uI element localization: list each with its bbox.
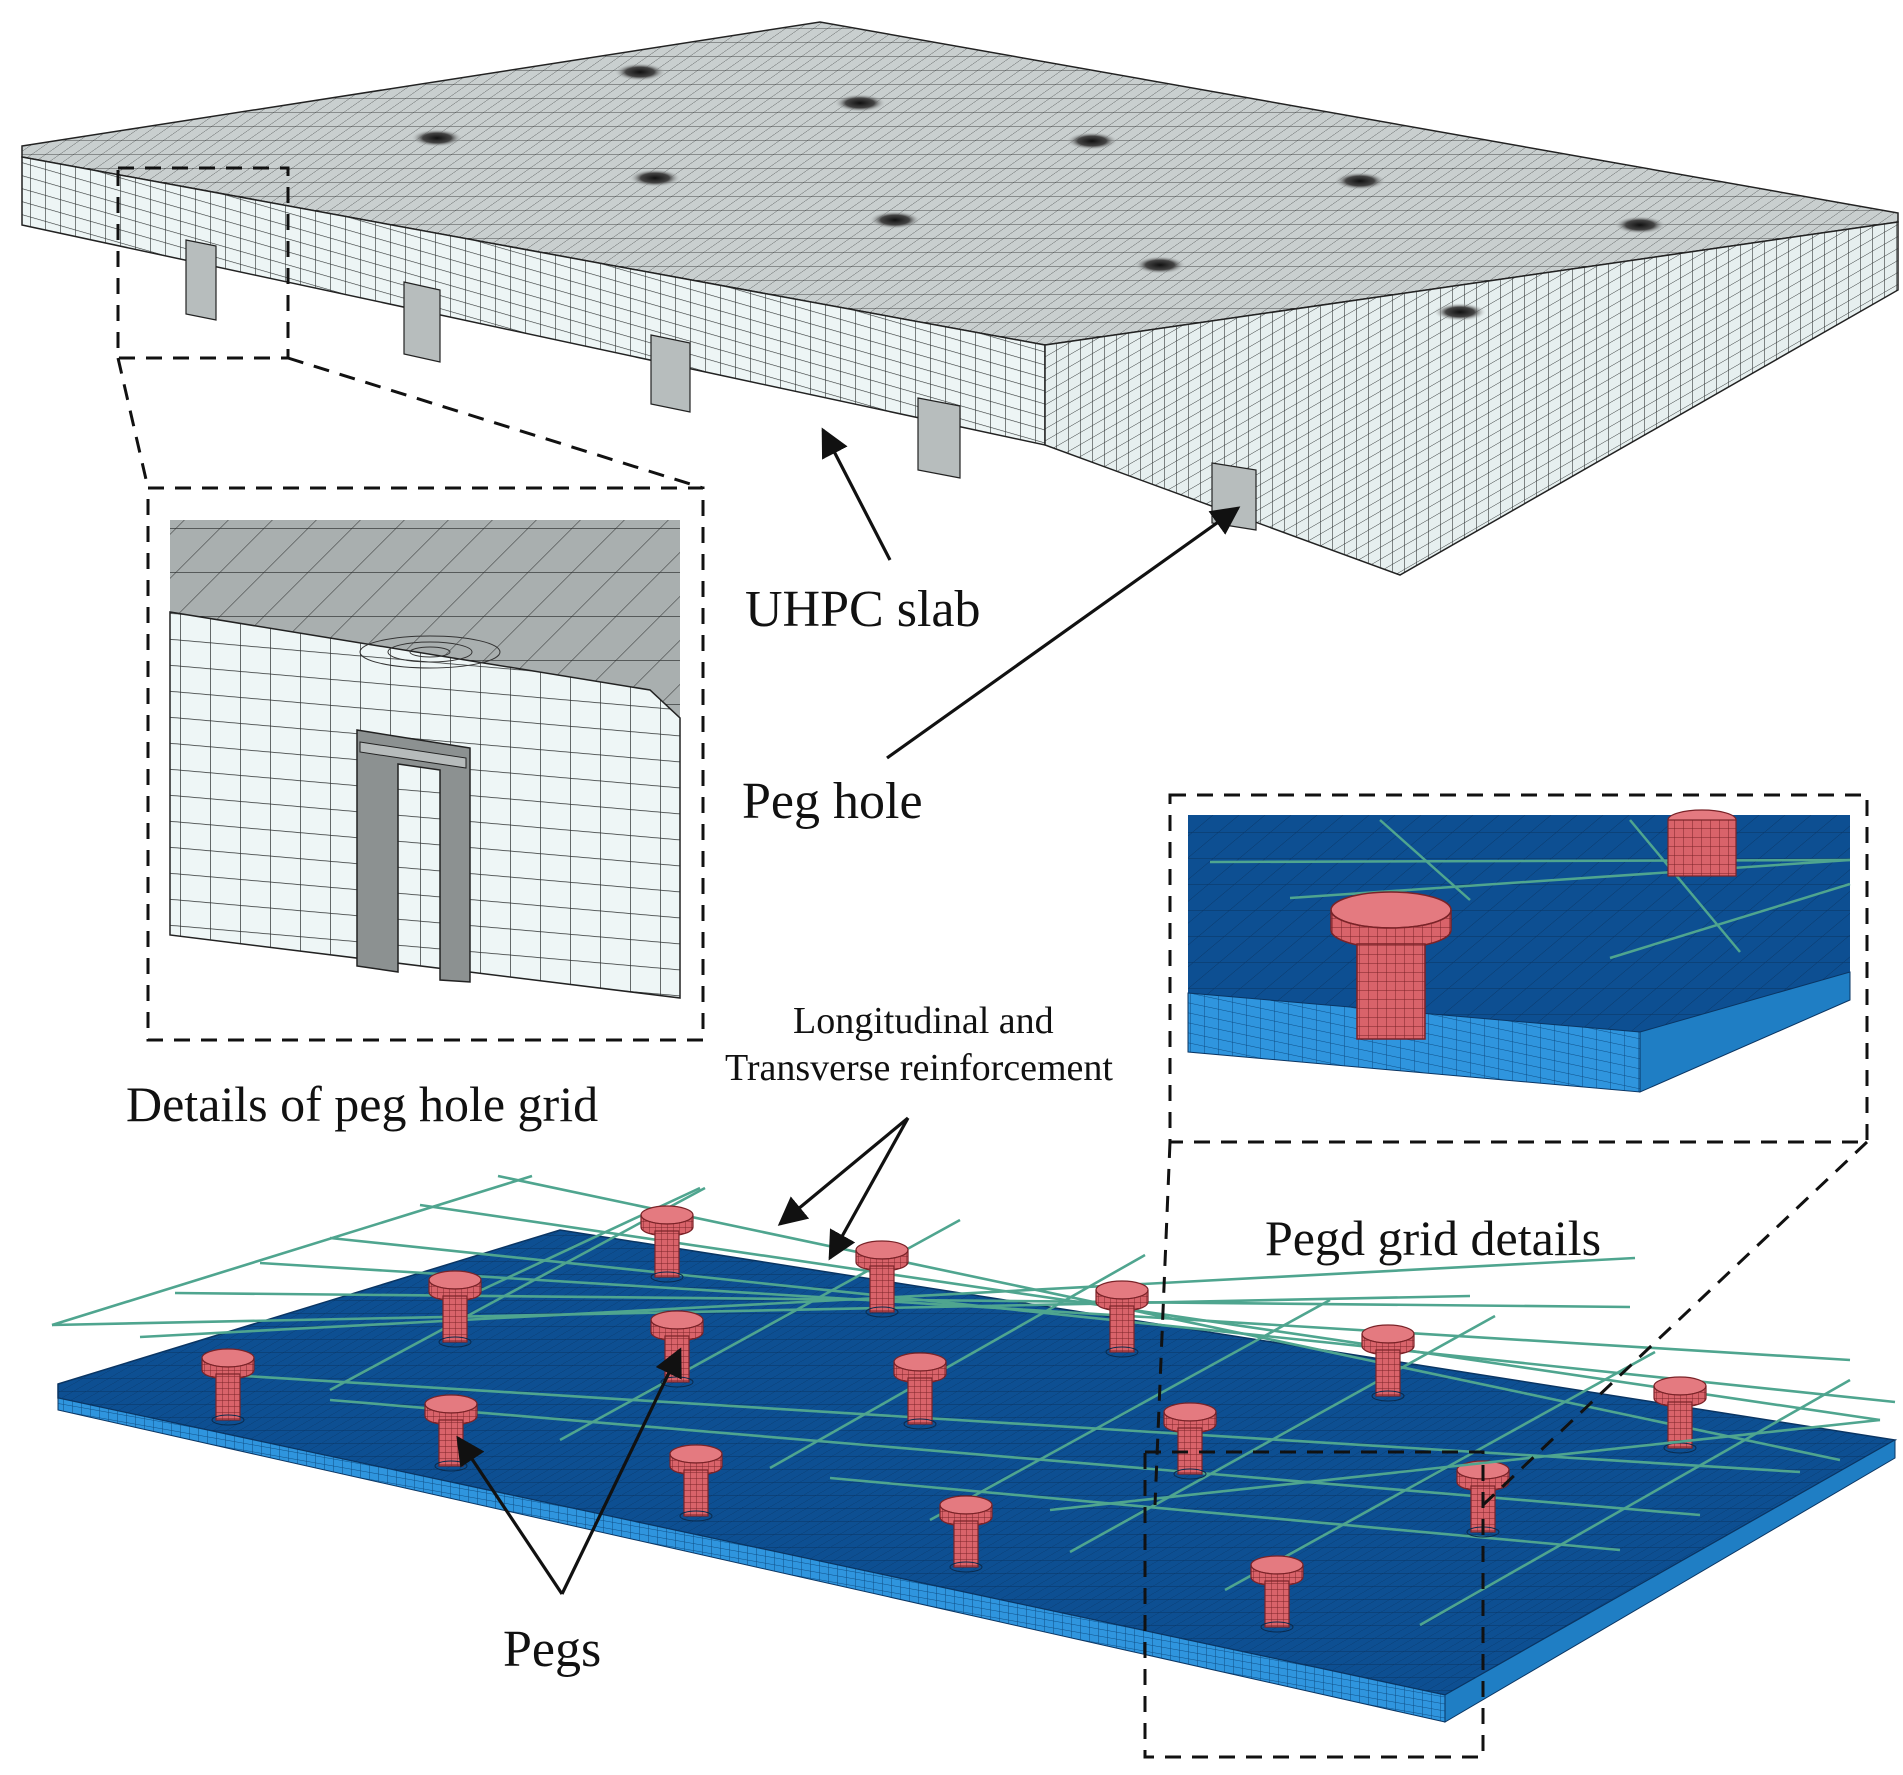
detail-peg-small (1667, 809, 1737, 877)
peg-detail-frame (1168, 793, 1869, 1144)
detail-frame (146, 486, 705, 1042)
detail-peg-large (1330, 891, 1452, 1040)
annotation-arrows (456, 427, 1241, 1595)
peg-hole-arrow (886, 506, 1241, 760)
peg-hole-label: Peg hole (742, 773, 923, 830)
reinforcement-arrow-1 (777, 1116, 910, 1226)
pegs-arrow-2 (560, 1347, 682, 1595)
reinforcement-arrow-2 (828, 1117, 910, 1261)
peg-hole-grid-detail (146, 486, 705, 1042)
slab-side-peg-holes (185, 239, 1257, 531)
reinforcement-label-line1: Longitudinal and (793, 1000, 1054, 1042)
peg-grid-detail (1168, 793, 1869, 1144)
uhpc-slab-label: UHPC slab (745, 581, 980, 638)
pegd-grid-details-label: Pegd grid details (1265, 1210, 1601, 1266)
detail-callout-lines (116, 166, 704, 490)
pegs-label: Pegs (503, 1621, 601, 1678)
peg-detail-callout-lines (1143, 1140, 1869, 1759)
slab-peg-holes (411, 63, 1666, 321)
pegs-arrow-1 (456, 1435, 564, 1595)
uhpc-slab-model (21, 21, 1899, 576)
base-plate-model (51, 1174, 1898, 1723)
details-peg-hole-grid-label: Details of peg hole grid (126, 1076, 598, 1132)
slab-right-face (1044, 221, 1899, 576)
uhpc-slab-arrow (821, 427, 892, 561)
reinforcement-label-line2: Transverse reinforcement (725, 1047, 1113, 1089)
